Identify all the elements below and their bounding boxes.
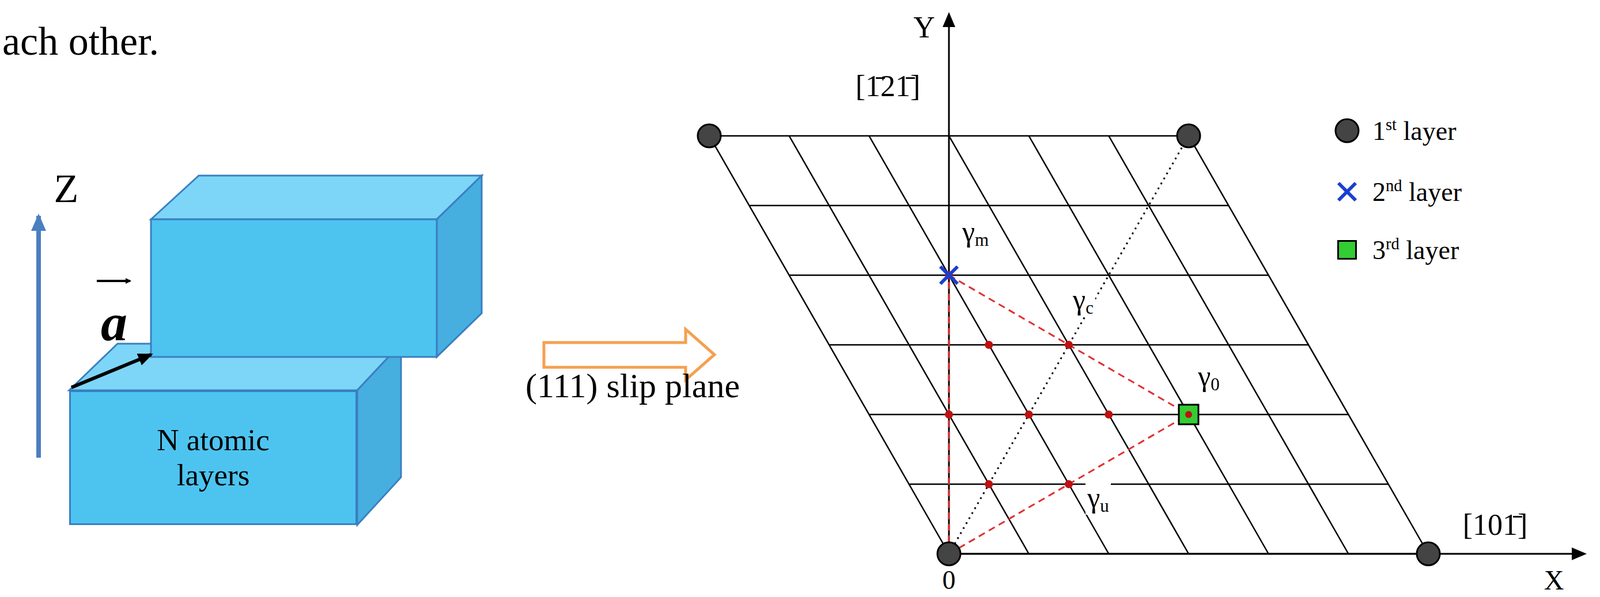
origin-label: 0	[942, 567, 956, 595]
vector-label: a	[100, 296, 128, 350]
lattice-grid	[709, 135, 1429, 555]
red-dots	[944, 271, 1113, 559]
red-dot	[984, 341, 993, 350]
legend-swatch	[1337, 240, 1357, 260]
crystal-block: N atomic layers	[69, 390, 358, 526]
cut-text: ach other.	[2, 21, 160, 62]
energy-label: γ0	[1196, 361, 1222, 395]
grid-line	[1108, 135, 1349, 555]
energy-label: γc	[1071, 284, 1096, 318]
grid-line	[1029, 135, 1269, 555]
box-top	[150, 175, 482, 220]
axis-label: X	[1544, 566, 1565, 595]
caption-label: (111) slip plane	[525, 368, 740, 404]
legend-cross	[1338, 183, 1356, 201]
red-dot	[1064, 341, 1073, 350]
dashed-triangle	[948, 275, 1189, 555]
vector-bar	[96, 280, 131, 283]
grid-line	[789, 274, 1269, 277]
grid-line	[1188, 135, 1429, 555]
axis-label: Z	[54, 168, 79, 210]
direction-label: [101̄]	[1462, 510, 1528, 541]
direction-label: [1̄21̄]	[855, 71, 921, 102]
block-label: N atomic layers	[126, 422, 300, 494]
shear-vector	[71, 354, 151, 388]
red-dot	[1104, 410, 1113, 419]
legend-text: 3rd layer	[1372, 236, 1459, 264]
dotted-diagonal	[948, 135, 1189, 555]
y-axis	[948, 14, 951, 555]
first-layer-atoms	[697, 124, 1440, 566]
box-side	[357, 343, 402, 526]
grid-line	[749, 205, 1229, 207]
box-front	[150, 219, 437, 358]
legend-circle	[1335, 119, 1359, 143]
energy-label: γu	[1085, 482, 1111, 516]
second-layer-atom	[940, 266, 958, 285]
box-side	[436, 175, 482, 358]
grid-line	[948, 135, 1189, 555]
third-layer-atom	[1178, 405, 1199, 425]
red-dot	[1185, 411, 1193, 419]
axis-label: Y	[913, 12, 936, 43]
red-dot	[1064, 480, 1073, 489]
z-axis	[36, 216, 41, 459]
energy-label: γm	[960, 216, 991, 250]
legend-text: 1st layer	[1372, 116, 1456, 145]
red-dot	[984, 480, 993, 489]
x-axis	[948, 553, 1585, 556]
red-dot	[1024, 410, 1034, 419]
legend-text: 2nd layer	[1372, 178, 1462, 206]
red-dot	[944, 410, 953, 419]
